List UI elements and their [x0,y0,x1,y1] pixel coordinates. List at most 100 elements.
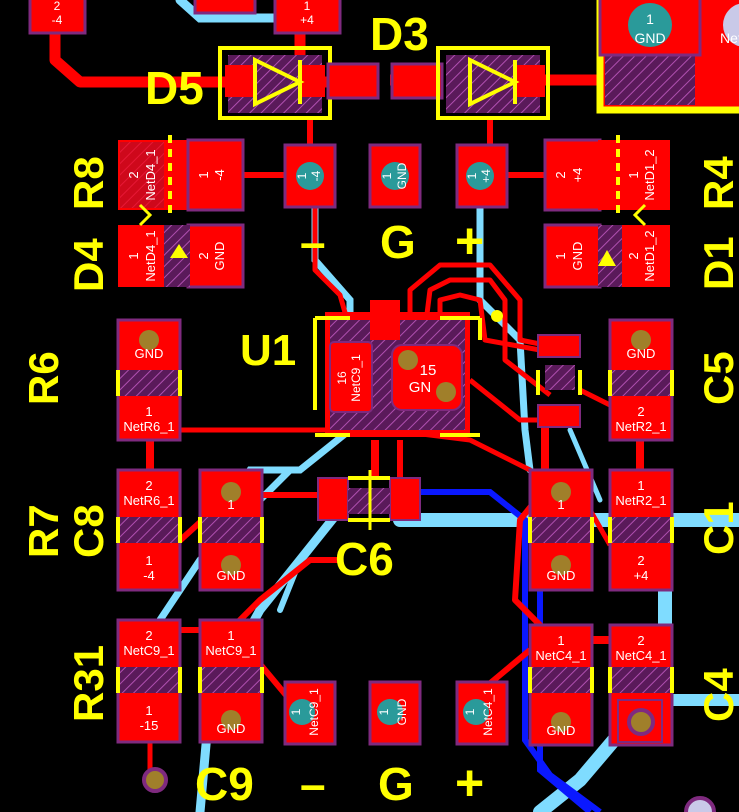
designator-c8: C8 [65,504,112,558]
designator-r4: R4 [695,156,739,210]
resistor-r8[interactable]: 2 NetD4_1 1 -4 [118,135,245,215]
pad-net-label: +4 [300,13,314,27]
designator-r8: R8 [65,156,112,210]
via-row-top[interactable]: 1 -4 1 GND 1 +4 [283,143,509,209]
designator-d1: D1 [695,236,739,290]
pad-net-label: NetD1_2 [642,149,657,200]
diode-d1[interactable]: 1 GND 2 NetD1_2 [543,203,670,289]
designator-c1: C1 [695,501,739,555]
connector-pad-2[interactable] [723,3,739,47]
designator-u1: U1 [240,326,296,375]
capacitor-c8[interactable]: 1 GND [198,468,264,592]
pad-net-label: Net [720,30,739,46]
designator-r31: R31 [65,645,112,722]
pad-net-label: GND [634,30,665,46]
pad-net-label: GND [395,698,409,725]
pad-number: 1 [227,628,234,643]
pad-number: 1 [145,703,152,718]
capacitor-c1-right[interactable]: 1 NetR2_1 2 +4 [608,468,674,592]
capacitor-c4-right[interactable]: 2 NetC4_1 [608,623,674,747]
silk-plus-top: + [455,213,484,269]
designator-c5: C5 [695,351,739,405]
pad-net-label: NetC4_1 [615,648,666,663]
d3-anode-pad[interactable] [390,62,444,100]
capacitor-c9[interactable]: 1 NetC9_1 GND [198,618,264,744]
pin1-marker-dot [491,310,503,322]
pad-number: 1 [304,0,311,13]
ic-u1[interactable]: 16 NetC9_1 15 GN [313,300,503,437]
pad-net-label: NetC9_1 [349,354,363,402]
via-row-bottom[interactable]: 1 NetC9_1 1 GND 1 NetC4_1 [283,680,509,746]
pad-number: 1 [196,171,211,178]
capacitor-c4-left[interactable]: 1 NetC4_1 GND [528,623,594,747]
pad-number: 1 [557,497,564,512]
pad-number: 2 [145,628,152,643]
pad-net-label: GND [627,346,656,361]
c5-small-pad[interactable] [537,334,581,358]
capacitor-c1-left[interactable]: 1 GND [528,468,594,592]
resistor-r31[interactable]: 2 NetC9_1 1 -15 [116,618,182,744]
designator-c4: C4 [695,668,739,722]
silkscreen-designators: D3 D5 R8 R4 D4 D1 U1 R6 C5 R7 C8 C1 C6 R… [20,8,739,810]
d5-cathode-pad[interactable] [326,62,380,100]
pad-number: 15 [420,362,437,379]
pad-net-label: NetC4_1 [481,688,495,736]
designator-d3: D3 [370,8,429,60]
c5-small-pad-2[interactable] [537,404,581,428]
designator-r6: R6 [20,351,67,405]
pad-number: 2 [54,0,61,13]
pad-net-label: -4 [143,568,155,583]
silk-minus-top: – [300,216,326,268]
pad-net-label: NetC9_1 [123,643,174,658]
pad-number: 1 [295,172,309,179]
diode-d3[interactable] [436,46,550,120]
pad-net-label: GND [570,242,585,271]
pad-number: 1 [145,404,152,419]
pad-net-label: -15 [140,718,159,733]
pad-number: 2 [145,478,152,493]
capacitor-c6[interactable] [317,470,421,530]
pad-net-label: GND [547,723,576,738]
silk-plus-bottom: + [455,755,484,811]
pad-net-label: GND [217,721,246,736]
pad-net-label: -4 [52,13,63,27]
pad-number: 2 [553,171,568,178]
resistor-r4[interactable]: 2 +4 1 NetD1_2 [543,135,670,215]
pad-net-label: -4 [212,169,227,181]
pad-number: 1 [646,11,654,27]
via-bottom-right[interactable] [684,796,716,812]
silk-g-top: G [380,216,416,268]
pad-net-label: NetC4_1 [535,648,586,663]
pad-number: 1 [553,252,568,259]
pad-net-label: +4 [570,168,585,183]
connector-pad-gnd[interactable] [628,3,672,47]
pad-net-label: -4 [309,170,323,181]
pad-number: 2 [196,252,211,259]
diode-d4[interactable]: 1 NetD4_1 2 GND [118,203,245,289]
silkscreen-polarity-marks: – G + – G + [300,213,484,811]
pad-net-label: NetD1_2 [642,230,657,281]
resistor-r6[interactable]: GND 1 NetR6_1 [116,318,182,442]
pad-net-label: +4 [634,568,649,583]
via-r31[interactable] [142,767,168,793]
silk-minus-bottom: – [300,758,326,810]
pad-number: 1 [637,478,644,493]
silk-g-bottom: G [378,758,414,810]
resistor-r7[interactable]: 2 NetR6_1 1 -4 [116,468,182,592]
connector-block[interactable]: 1 GND Net [596,0,739,114]
pad-number: 2 [626,252,641,259]
pad-number: 1 [380,172,394,179]
pad-number: 2 [126,171,141,178]
pad-number: 2 [637,404,644,419]
pad-number: 1 [626,171,641,178]
pad-number: 1 [227,497,234,512]
pad-net-label: NetD4_1 [143,149,158,200]
pad-net-label: NetR6_1 [123,419,174,434]
designator-d4: D4 [65,238,112,292]
pad-number: 1 [126,252,141,259]
capacitor-c5[interactable]: GND 2 NetR2_1 [608,318,674,442]
diode-d5[interactable] [218,46,332,120]
top-edge-pads[interactable]: 2 -4 1 +4 [28,0,342,35]
